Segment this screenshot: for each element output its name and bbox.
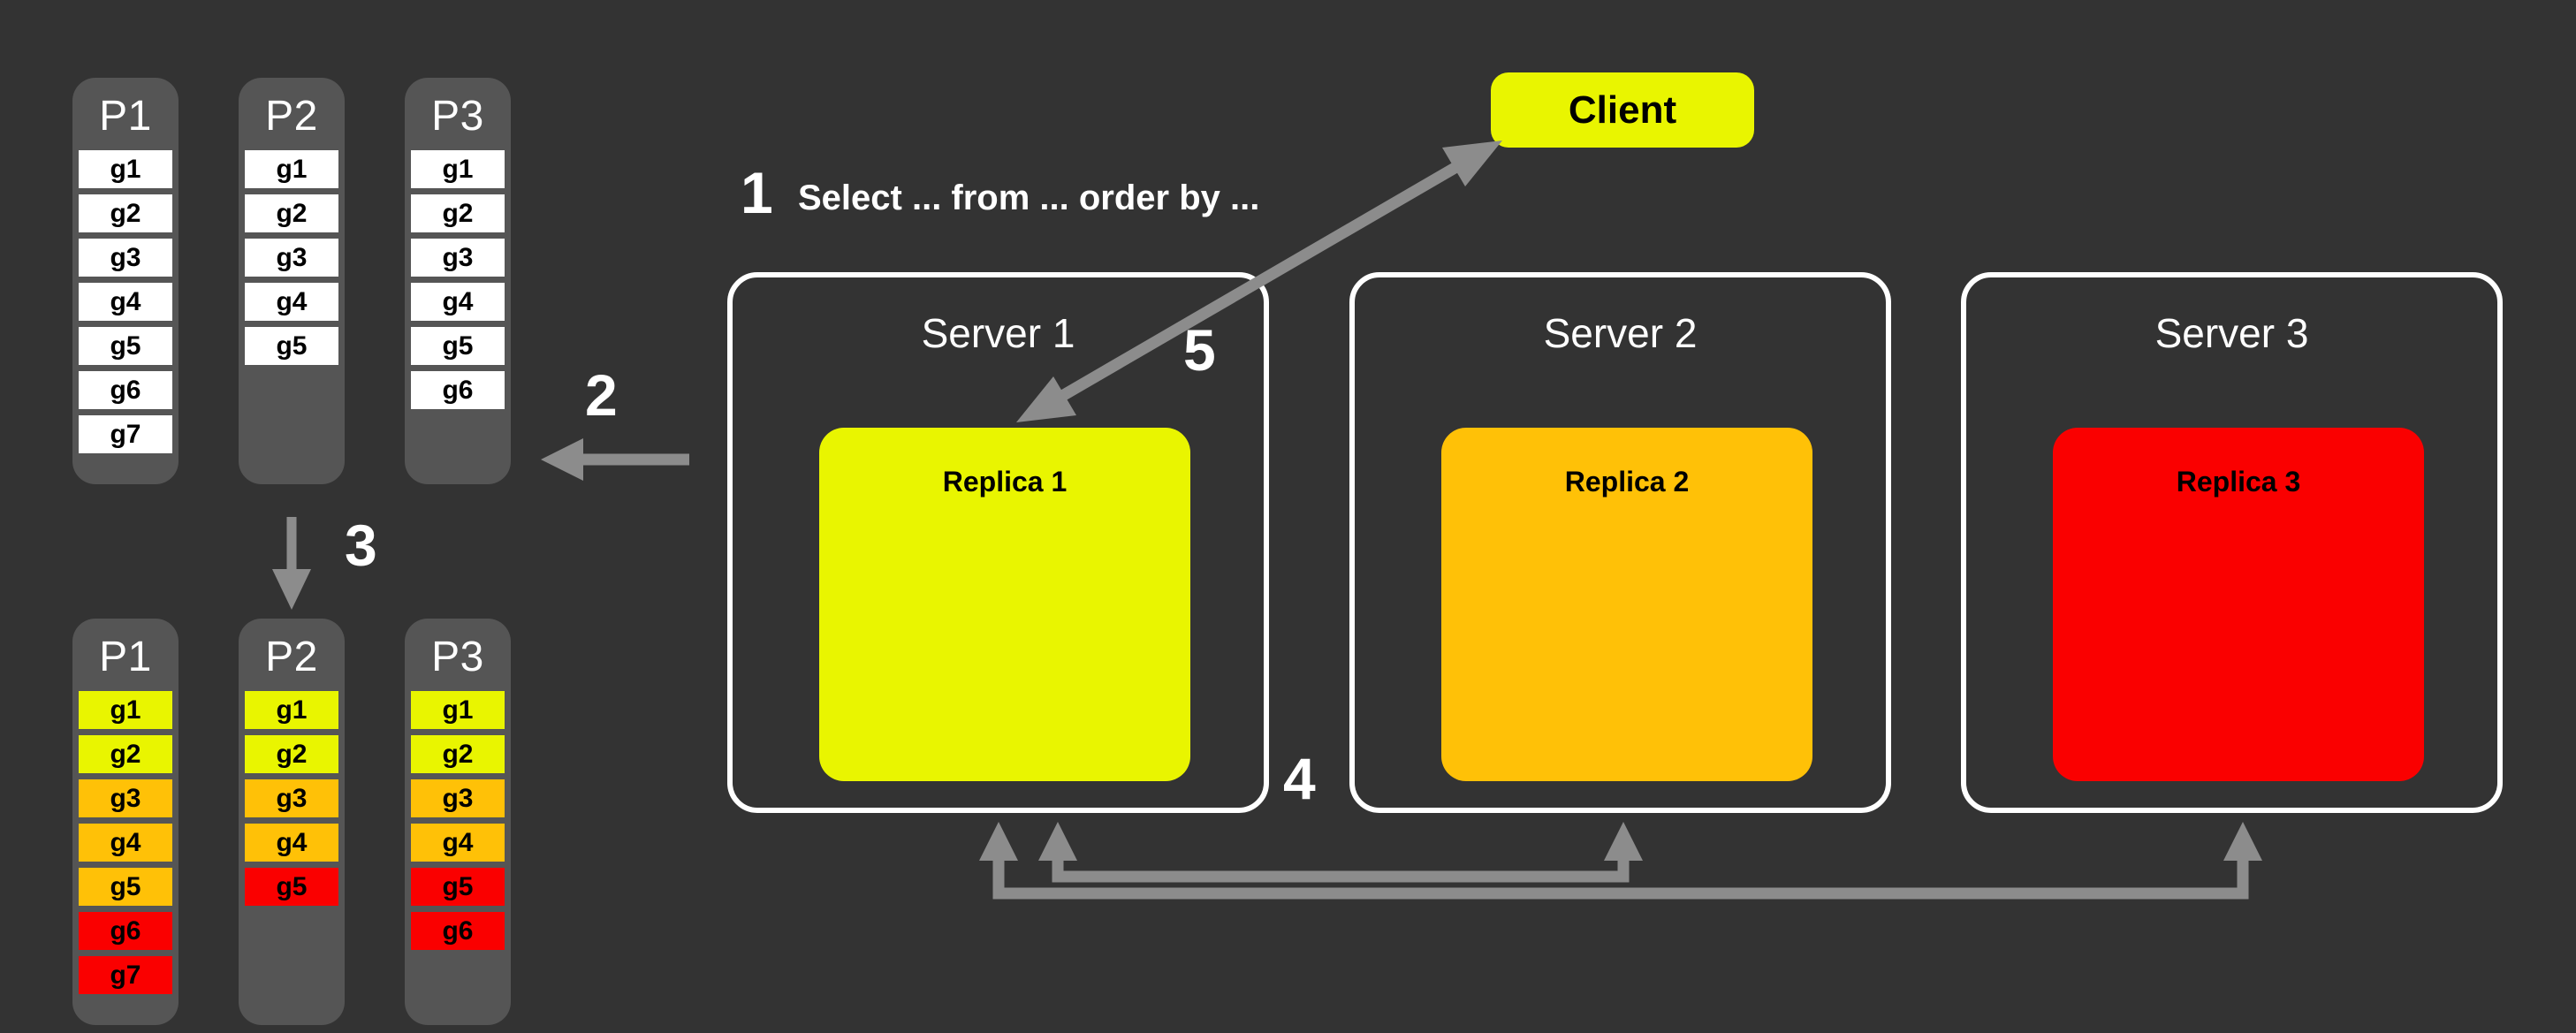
- partition-column-p1-top: P1 g1 g2 g3 g4 g5 g6 g7: [72, 78, 179, 484]
- partition-cell: g4: [245, 283, 338, 321]
- step-number-1: 1: [741, 160, 773, 225]
- server-title: Server 2: [1543, 310, 1698, 356]
- partition-cell: g1: [245, 691, 338, 729]
- partition-cell: g3: [245, 239, 338, 277]
- replica-label: Replica 1: [942, 466, 1068, 498]
- partition-cell: g7: [79, 415, 172, 453]
- partition-cell: g4: [79, 283, 172, 321]
- partition-cell: g3: [411, 239, 505, 277]
- partition-cell: g1: [79, 691, 172, 729]
- partition-cell: g1: [245, 150, 338, 188]
- replica-label: Replica 3: [2176, 466, 2301, 498]
- partition-column-p1-bottom: P1 g1 g2 g3 g4 g5 g6 g7: [72, 619, 179, 1025]
- step-number-4: 4: [1283, 746, 1316, 811]
- arrow-step3-down-icon: [272, 517, 311, 610]
- partition-cell-list: g1 g2 g3 g4 g5: [239, 150, 345, 365]
- arrow-step4-merge-icon: [979, 822, 2262, 900]
- partition-cell: g6: [411, 371, 505, 409]
- partition-cell: g1: [79, 150, 172, 188]
- partition-cell: g3: [245, 779, 338, 817]
- partition-cell: g5: [411, 868, 505, 906]
- partition-column-p2-bottom: P2 g1 g2 g3 g4 g5: [239, 619, 345, 1025]
- partition-label: P1: [99, 634, 152, 680]
- server-box-2: Server 2 Replica 2: [1349, 272, 1891, 813]
- partition-cell: g2: [245, 194, 338, 232]
- partition-cell: g6: [79, 371, 172, 409]
- partition-label: P2: [265, 93, 318, 140]
- arrow-step2-left-icon: [541, 438, 689, 481]
- server-title: Server 3: [2154, 310, 2309, 356]
- partition-label: P3: [431, 634, 484, 680]
- partition-cell: g2: [245, 735, 338, 773]
- step-number-3: 3: [345, 513, 377, 578]
- server-box-1: Server 1 Replica 1: [727, 272, 1269, 813]
- replica-box-3: Replica 3: [2053, 428, 2424, 781]
- partition-cell: g5: [245, 327, 338, 365]
- partition-cell: g1: [411, 150, 505, 188]
- partition-cell: g3: [411, 779, 505, 817]
- partition-cell-list: g1 g2 g3 g4 g5 g6 g7: [72, 691, 179, 994]
- replica-box-1: Replica 1: [819, 428, 1190, 781]
- partition-column-p3-bottom: P3 g1 g2 g3 g4 g5 g6: [405, 619, 511, 1025]
- partition-cell: g5: [245, 868, 338, 906]
- partition-cell: g3: [79, 239, 172, 277]
- partition-cell: g6: [411, 912, 505, 950]
- server-box-3: Server 3 Replica 3: [1961, 272, 2503, 813]
- partition-column-p3-top: P3 g1 g2 g3 g4 g5 g6: [405, 78, 511, 484]
- partition-cell: g4: [245, 824, 338, 862]
- partition-cell: g5: [79, 868, 172, 906]
- partition-label: P2: [265, 634, 318, 680]
- step-number-5: 5: [1183, 317, 1216, 383]
- partition-cell: g4: [411, 824, 505, 862]
- replica-box-2: Replica 2: [1441, 428, 1812, 781]
- partition-cell: g5: [79, 327, 172, 365]
- partition-cell: g4: [79, 824, 172, 862]
- partition-cell-list: g1 g2 g3 g4 g5 g6 g7: [72, 150, 179, 453]
- partition-cell: g2: [79, 735, 172, 773]
- partition-cell: g5: [411, 327, 505, 365]
- query-text: Select ... from ... order by ...: [798, 178, 1260, 217]
- partition-cell: g2: [79, 194, 172, 232]
- partition-cell: g7: [79, 956, 172, 994]
- partition-cell: g3: [79, 779, 172, 817]
- partition-cell: g2: [411, 194, 505, 232]
- partition-cell: g2: [411, 735, 505, 773]
- partition-cell-list: g1 g2 g3 g4 g5: [239, 691, 345, 906]
- replica-label: Replica 2: [1564, 466, 1690, 498]
- partition-cell-list: g1 g2 g3 g4 g5 g6: [405, 150, 511, 409]
- partition-label: P3: [431, 93, 484, 140]
- partition-cell: g6: [79, 912, 172, 950]
- client-box[interactable]: Client: [1491, 72, 1754, 148]
- partition-label: P1: [99, 93, 152, 140]
- partition-cell: g4: [411, 283, 505, 321]
- step-number-2: 2: [585, 362, 618, 428]
- partition-cell-list: g1 g2 g3 g4 g5 g6: [405, 691, 511, 950]
- partition-column-p2-top: P2 g1 g2 g3 g4 g5: [239, 78, 345, 484]
- partition-cell: g1: [411, 691, 505, 729]
